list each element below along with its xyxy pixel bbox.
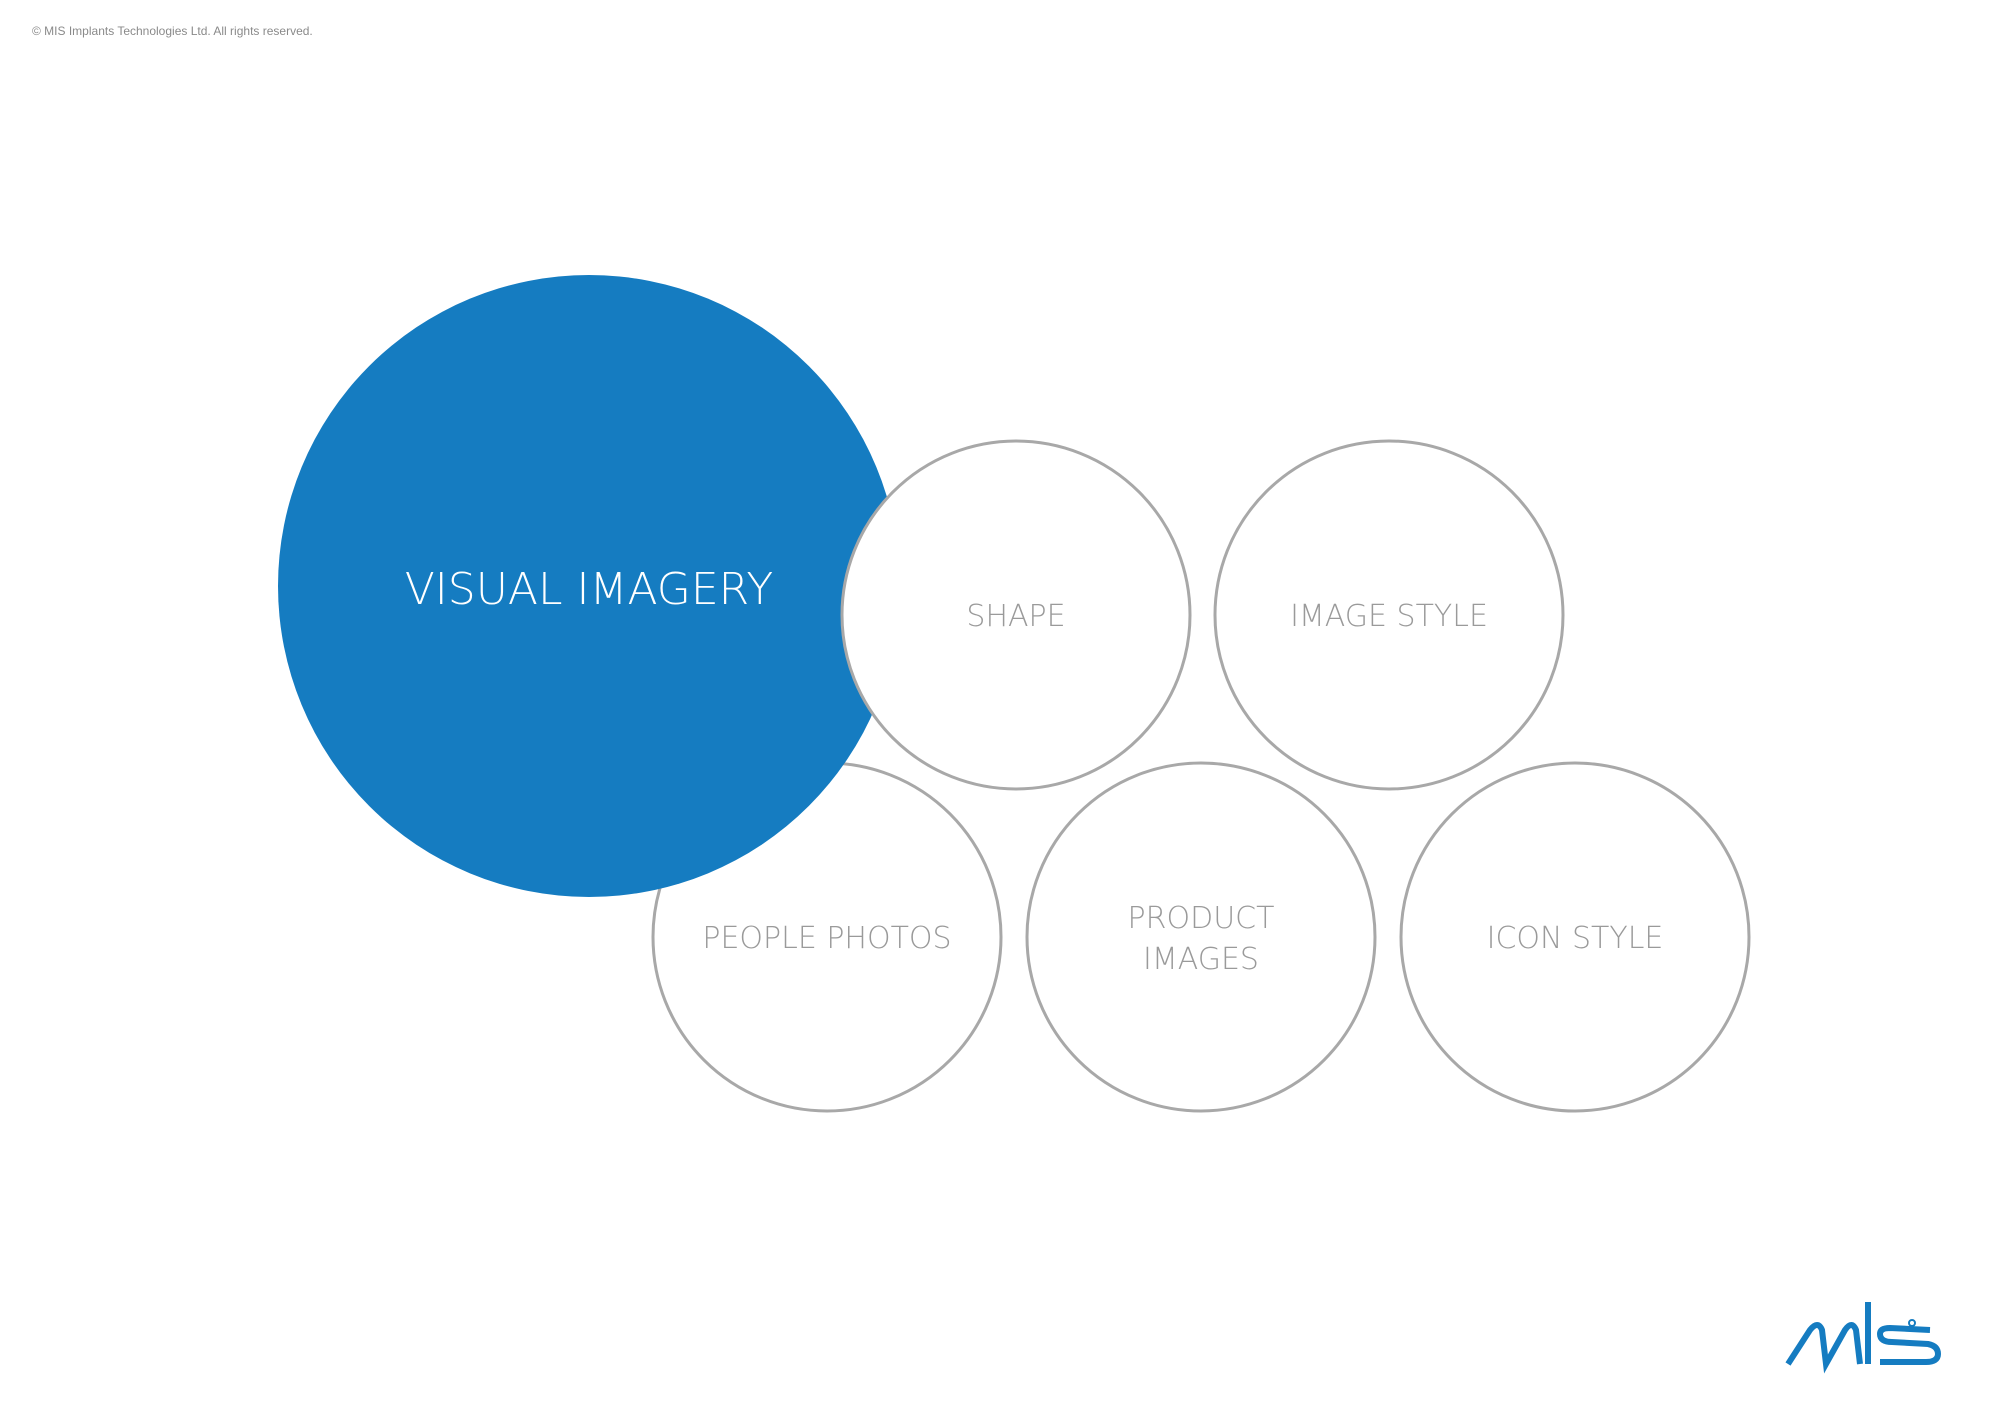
shape-label: SHAPE <box>966 599 1065 634</box>
product-images-label-line1: PRODUCT <box>1128 901 1275 936</box>
mis-logo <box>1785 1302 1942 1374</box>
product-images-label-line2: IMAGES <box>1143 942 1259 977</box>
icon-style-circle[interactable] <box>1399 761 1751 1113</box>
copyright-notice: © MIS Implants Technologies Ltd. All rig… <box>32 24 313 38</box>
visual-imagery-circle[interactable] <box>278 275 900 897</box>
shape-circle[interactable] <box>840 439 1192 791</box>
product-images-circle[interactable] <box>1025 761 1377 1113</box>
visual-imagery-label: VISUAL IMAGERY <box>405 564 774 615</box>
image-style-circle[interactable] <box>1213 439 1565 791</box>
icon-style-label: ICON STYLE <box>1487 921 1664 956</box>
image-style-label: IMAGE STYLE <box>1290 599 1488 634</box>
people-photos-label: PEOPLE PHOTOS <box>702 921 951 956</box>
